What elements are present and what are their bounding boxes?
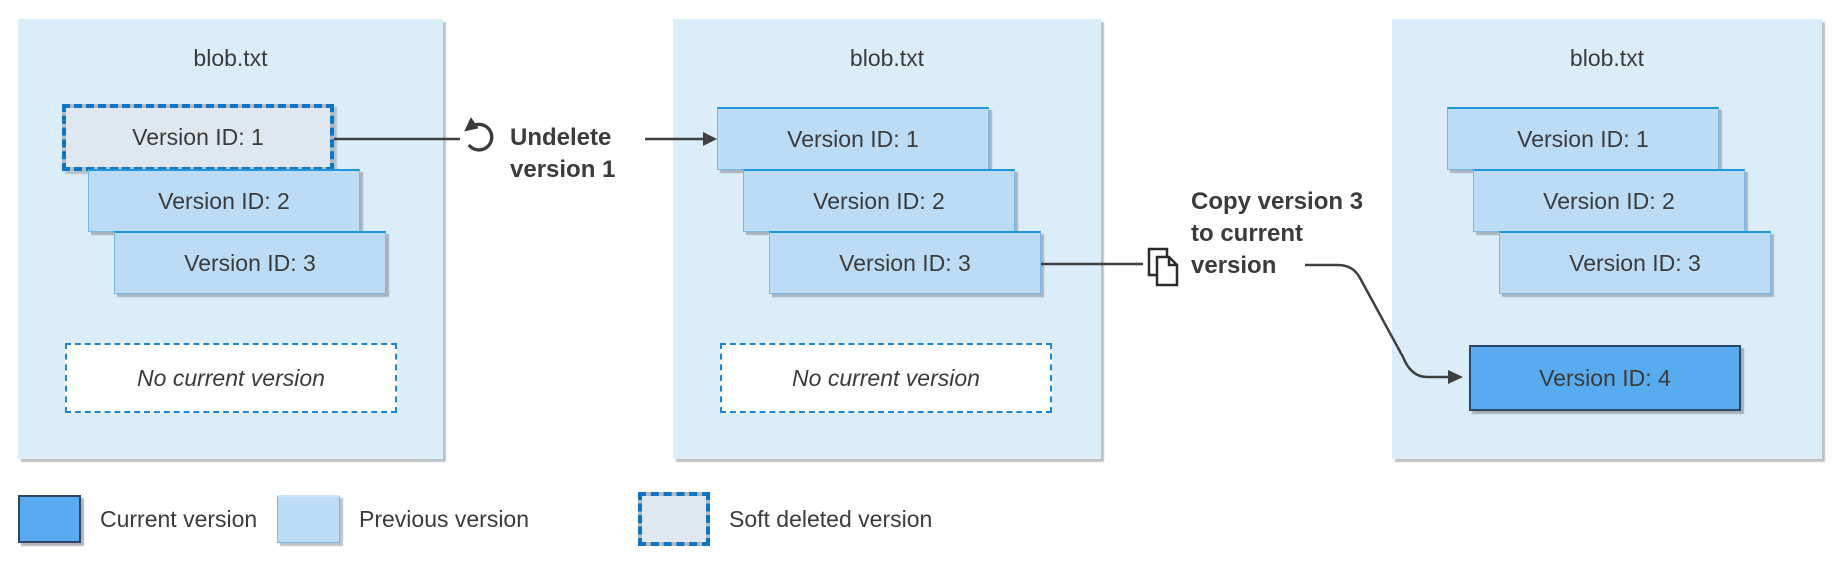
version-box-current: Version ID: 4 [1469,345,1741,411]
version-box-previous: Version ID: 2 [743,169,1015,232]
version-label: Version ID: 2 [158,187,290,214]
no-current-version-label: No current version [792,364,980,391]
legend-swatch-current-version [18,495,81,543]
undelete-annotation-label: Undelete version 1 [510,124,616,183]
undo-icon [462,116,502,161]
copy-icon [1146,246,1180,293]
no-current-version-label: No current version [137,364,325,391]
legend-swatch-previous-version [277,495,340,543]
no-current-version-slot: No current version [720,343,1052,413]
legend-label-current-version: Current version [100,506,258,532]
legend-label-previous-version: Previous version [359,506,530,532]
version-box-previous: Version ID: 1 [717,107,989,170]
panel-title: blob.txt [849,45,925,71]
blob-panel-soft-deleted: blob.txt Version ID: 1 Version ID: 2 Ver… [18,19,443,459]
version-label: Version ID: 3 [1569,249,1701,276]
blob-panel-with-current: blob.txt Version ID: 1 Version ID: 2 Ver… [1392,19,1822,459]
version-label: Version ID: 4 [1539,364,1671,391]
version-label: Version ID: 2 [1543,187,1675,214]
version-box-previous: Version ID: 1 [1447,107,1719,170]
version-label: Version ID: 1 [1517,125,1649,152]
version-label: Version ID: 1 [132,124,264,150]
legend-label-soft-deleted-version: Soft deleted version [729,506,933,532]
version-box-previous: Version ID: 3 [114,231,386,294]
version-box-previous: Version ID: 2 [88,169,360,232]
version-label: Version ID: 2 [813,187,945,214]
version-label: Version ID: 3 [184,249,316,276]
version-label: Version ID: 3 [839,249,971,276]
legend-swatch-soft-deleted-version [638,492,710,546]
copy-annotation-label: Copy version 3 to current version [1191,188,1364,279]
version-box-previous: Version ID: 3 [769,231,1041,294]
panel-title: blob.txt [1569,45,1645,71]
panel-title: blob.txt [193,45,268,71]
version-box-soft-deleted: Version ID: 1 [62,104,334,171]
version-box-previous: Version ID: 2 [1473,169,1745,232]
version-box-previous: Version ID: 3 [1499,231,1771,294]
no-current-version-slot: No current version [65,343,397,413]
blob-panel-undeleted: blob.txt Version ID: 1 Version ID: 2 Ver… [673,19,1101,459]
version-label: Version ID: 1 [787,125,919,152]
